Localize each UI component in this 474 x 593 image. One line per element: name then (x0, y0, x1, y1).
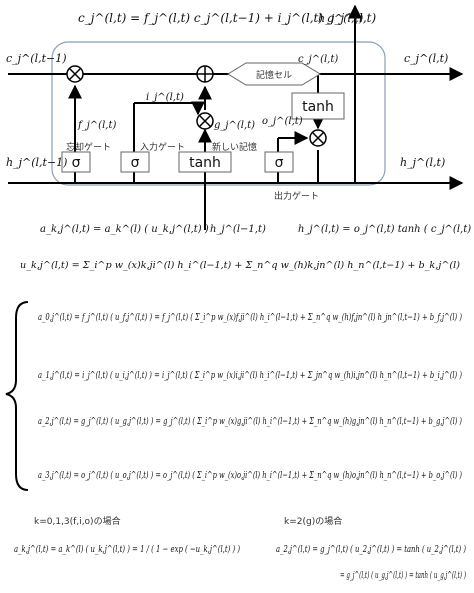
output-c-label: c_j^(l,t) (404, 52, 448, 65)
forget-multiply-node (66, 65, 84, 83)
i-label: i_j^(l,t) (146, 92, 184, 103)
output-h-top-label: h_j^(l,t) (318, 12, 363, 25)
new-memory-box: tanh (178, 151, 232, 173)
output-multiply-node (309, 129, 327, 147)
new-memory-label: 新しい記憶 (212, 141, 257, 153)
output-gate-sigma: σ (275, 155, 284, 171)
new-memory-tanh: tanh (189, 155, 221, 171)
memory-cell-diamond: 記憶セル (227, 62, 321, 86)
input-gate-box: σ (120, 151, 150, 173)
forget-gate-equation: a_0,j^(l,t) = f_j^(l,t) ( u_f,j^(l,t) ) … (38, 312, 462, 323)
sigmoid-case-equation: a_k,j^(l,t) = a_k^(l) ( u_k,j^(l,t) ) = … (14, 544, 240, 555)
memory-cell-label: 記憶セル (256, 69, 292, 81)
output-gate-equation: a_3,j^(l,t) = o_j^(l,t) ( u_o,j^(l,t) ) … (38, 470, 462, 481)
input-h-label: h_j^(l,t−1) (6, 156, 67, 169)
input-gate-label: 入力ゲート (140, 141, 185, 153)
cell-tanh-label: tanh (302, 99, 334, 115)
output-gate-label: 出力ゲート (274, 190, 319, 202)
input-gate-equation: a_1,j^(l,t) = i_j^(l,t) ( u_i,j^(l,t) ) … (38, 370, 462, 381)
g-label: g_j^(l,t) (214, 120, 255, 131)
output-gate-box: σ (264, 151, 294, 173)
cell-tanh-box: tanh (291, 92, 345, 120)
forget-gate-sigma: σ (72, 155, 81, 171)
input-gate-sigma: σ (131, 155, 140, 171)
forget-gate-label: 忘却ゲート (66, 141, 111, 153)
o-label: o_j^(l,t) (262, 116, 303, 127)
tanh-case-equation-2: = g_j^(l,t) ( u_g,j^(l,t) ) = tanh ( u_g… (340, 570, 466, 581)
preactivation-equation: u_k,j^(l,t) = Σ_i^p w_(x)k,ji^(l) h_i^(l… (20, 260, 460, 271)
bottom-h-input-label: h_j^(l−1,t) (210, 224, 266, 235)
cell-c-label: c_j^(l,t) (298, 54, 338, 65)
sigmoid-case-caption: k=0,1,3(f,i,o)の場合 (34, 515, 121, 527)
left-brace (5, 301, 29, 491)
add-node (196, 65, 214, 83)
output-h-right-label: h_j^(l,t) (400, 156, 445, 169)
f-label: f_j^(l,t) (77, 120, 116, 131)
new-memory-equation: a_2,j^(l,t) = g_j^(l,t) ( u_g,j^(l,t) ) … (38, 416, 462, 427)
input-multiply-node (196, 112, 214, 130)
input-c-label: c_j^(l,t−1) (6, 52, 67, 65)
forget-gate-box: σ (61, 151, 91, 173)
cell-state-equation: c_j^(l,t) = f_j^(l,t) c_j^(l,t−1) + i_j^… (78, 11, 376, 25)
tanh-case-caption: k=2(g)の場合 (284, 515, 342, 527)
activation-equation: a_k,j^(l,t) = a_k^(l) ( u_k,j^(l,t) ) (40, 224, 209, 235)
hidden-output-equation: h_j^(l,t) = o_j^(l,t) tanh ( c_j^(l,t) ) (298, 224, 474, 235)
tanh-case-equation-1: a_2,j^(l,t) = g_j^(l,t) ( u_2,j^(l,t) ) … (276, 544, 466, 555)
